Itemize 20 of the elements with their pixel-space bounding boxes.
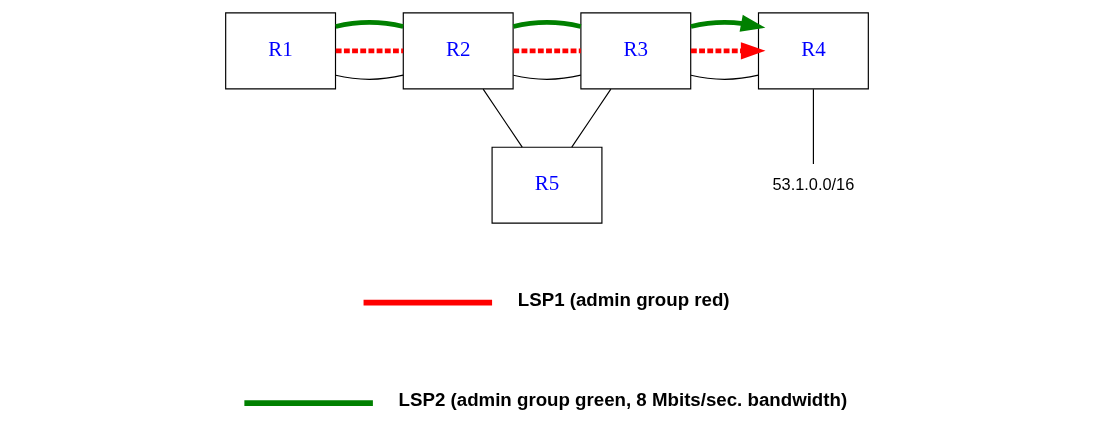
connector <box>335 74 404 80</box>
node-box: R2 <box>402 12 514 90</box>
node-box: R4 <box>757 12 869 90</box>
connector <box>482 88 523 148</box>
connector <box>513 48 581 54</box>
arrow <box>690 14 766 32</box>
node-text: 53.1.0.0/16 <box>772 174 855 193</box>
connector <box>335 20 404 29</box>
connector <box>571 88 612 148</box>
connector <box>512 74 582 80</box>
legend-label: LSP1 (admin group red) <box>517 288 730 310</box>
connector <box>690 74 759 80</box>
node-box: R3 <box>580 12 692 90</box>
node-box: R1 <box>225 12 337 90</box>
connector <box>512 20 582 29</box>
connector <box>812 88 814 165</box>
connector <box>335 48 404 54</box>
node-box: R5 <box>491 146 603 224</box>
legend-label: LSP2 (admin group green, 8 Mbits/sec. bandwidth) <box>398 389 848 411</box>
arrow <box>690 42 766 60</box>
